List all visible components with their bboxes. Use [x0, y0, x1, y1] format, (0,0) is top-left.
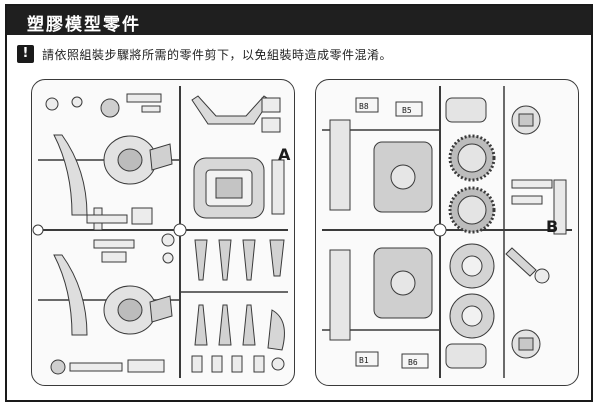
sprue-b-drawing: B8 B5 B1 B6 B [322, 86, 572, 378]
notice-row: ! 請依照組裝步驟將所需的零件剪下，以免組裝時造成零件混淆。 [17, 44, 392, 64]
sprue-a-letter: A [278, 145, 291, 164]
notice-text: 請依照組裝步驟將所需的零件剪下，以免組裝時造成零件混淆。 [42, 47, 393, 62]
sprue-b: B8 B5 B1 B6 B [315, 79, 579, 386]
sprue-b-letter: B [546, 217, 558, 236]
parts-panel: 塑膠模型零件 ! 請依照組裝步驟將所需的零件剪下，以免組裝時造成零件混淆。 [5, 4, 593, 402]
title-bar: 塑膠模型零件 [7, 6, 591, 35]
page-title: 塑膠模型零件 [27, 15, 141, 35]
tag-b8: B8 [359, 102, 369, 111]
sprue-a-drawing: A [32, 86, 291, 378]
tag-b6: B6 [408, 358, 418, 367]
exclamation-icon: ! [17, 45, 34, 63]
tag-b5: B5 [402, 106, 412, 115]
tag-b1: B1 [359, 356, 369, 365]
sprue-a: A [31, 79, 295, 386]
